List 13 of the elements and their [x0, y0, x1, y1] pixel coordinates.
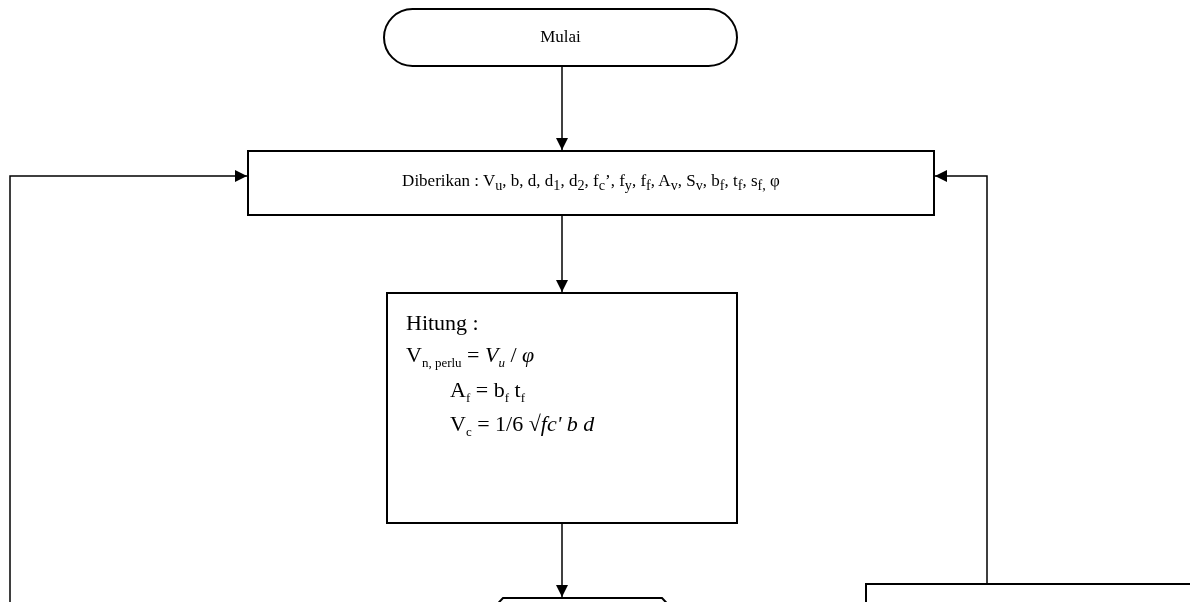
arrow: [556, 523, 568, 598]
node-text: Diberikan : V$_{u}$, b, d, d$_{1}$, d$_{2}$, f$_{c}$’, f$_{y}$, f$_{f}$, A$_{v}$, S$_{v}$, b$_{f}$, t$_{f}$, s$_{f,}$ φ: [402, 170, 780, 196]
formula-text: A$_{f}$ = b$_{f}$ t$_{f}$: [450, 375, 525, 407]
process-box: [247, 150, 935, 216]
arrow: [556, 66, 568, 151]
heading-text: Hitung :: [406, 309, 479, 337]
formula-text: V$_{n, perlu}$ = V$_{u}$ / φ: [406, 340, 535, 373]
arrow: [934, 170, 988, 584]
formula-text: V$_{c}$ = 1/6 √fc' b d: [450, 410, 595, 442]
process-box: [386, 292, 738, 524]
arrow: [556, 215, 568, 293]
arrow: [9, 170, 248, 602]
node-text: Mulai: [540, 26, 581, 49]
